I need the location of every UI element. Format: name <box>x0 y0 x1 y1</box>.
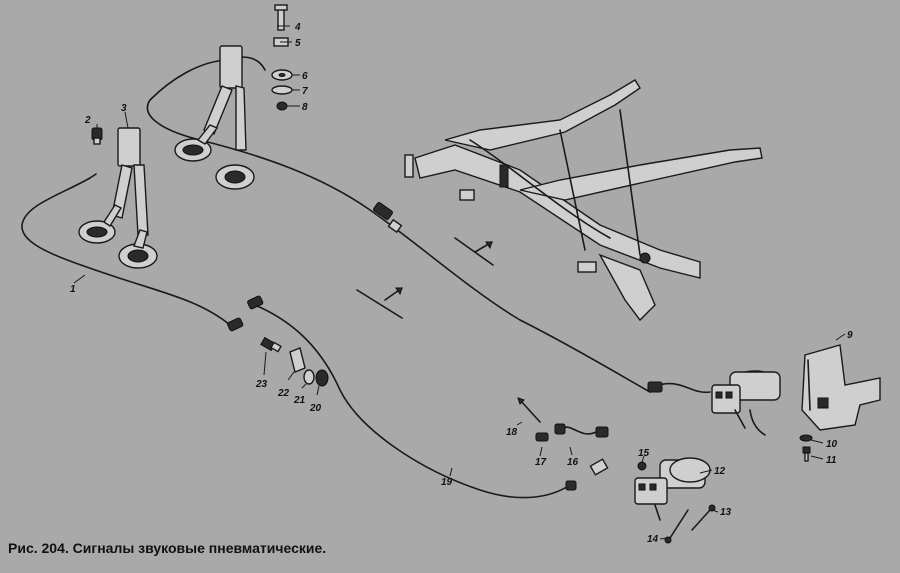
label-11: 11 <box>826 455 837 466</box>
label-19: 19 <box>441 477 453 488</box>
direction-arrow-left <box>356 287 403 319</box>
air-tube-upper <box>146 59 651 393</box>
label-12: 12 <box>714 466 726 477</box>
nut-15 <box>637 461 647 471</box>
air-tube-1 <box>21 177 231 326</box>
fastener-stack-4-8 <box>271 4 293 111</box>
horn-assembly-3 <box>78 127 158 269</box>
horn-assembly-upper <box>174 45 255 190</box>
washer-10 <box>799 434 813 442</box>
label-3: 3 <box>121 103 127 114</box>
valve-upper <box>647 370 781 436</box>
nut-20 <box>315 369 329 387</box>
label-10: 10 <box>826 439 838 450</box>
label-9: 9 <box>847 330 853 341</box>
label-13: 13 <box>720 507 732 518</box>
fitting-tube-end <box>589 458 609 476</box>
label-16: 16 <box>567 457 579 468</box>
direction-arrow-right <box>454 237 494 266</box>
clip-22 <box>289 347 306 373</box>
fitting-17 <box>535 432 549 442</box>
label-14: 14 <box>647 534 659 545</box>
vehicle-frame <box>404 79 763 322</box>
valve-12 <box>634 457 711 521</box>
label-7: 7 <box>302 86 308 97</box>
fitting-2 <box>91 127 103 145</box>
bracket-9 <box>801 344 881 431</box>
label-17: 17 <box>535 457 547 468</box>
label-20: 20 <box>309 403 322 414</box>
label-8: 8 <box>302 102 308 113</box>
wire-14 <box>669 509 689 539</box>
label-4: 4 <box>294 22 301 33</box>
fitting-23 <box>260 336 282 353</box>
label-1: 1 <box>70 284 76 295</box>
air-tube-19 <box>254 304 571 499</box>
wire-13 <box>691 509 711 531</box>
label-6: 6 <box>302 71 308 82</box>
figure-caption: Рис. 204. Сигналы звуковые пневматически… <box>8 540 327 556</box>
bolt-11 <box>802 446 811 462</box>
label-18: 18 <box>506 427 518 438</box>
hose-16 <box>554 423 609 438</box>
label-22: 22 <box>277 388 290 399</box>
label-15: 15 <box>638 448 650 459</box>
washer-21 <box>303 369 315 385</box>
tube-coupling <box>373 202 403 234</box>
label-23: 23 <box>255 379 268 390</box>
label-21: 21 <box>293 395 306 406</box>
label-5: 5 <box>295 38 301 49</box>
label-2: 2 <box>84 115 91 126</box>
pin-18 <box>519 399 541 423</box>
